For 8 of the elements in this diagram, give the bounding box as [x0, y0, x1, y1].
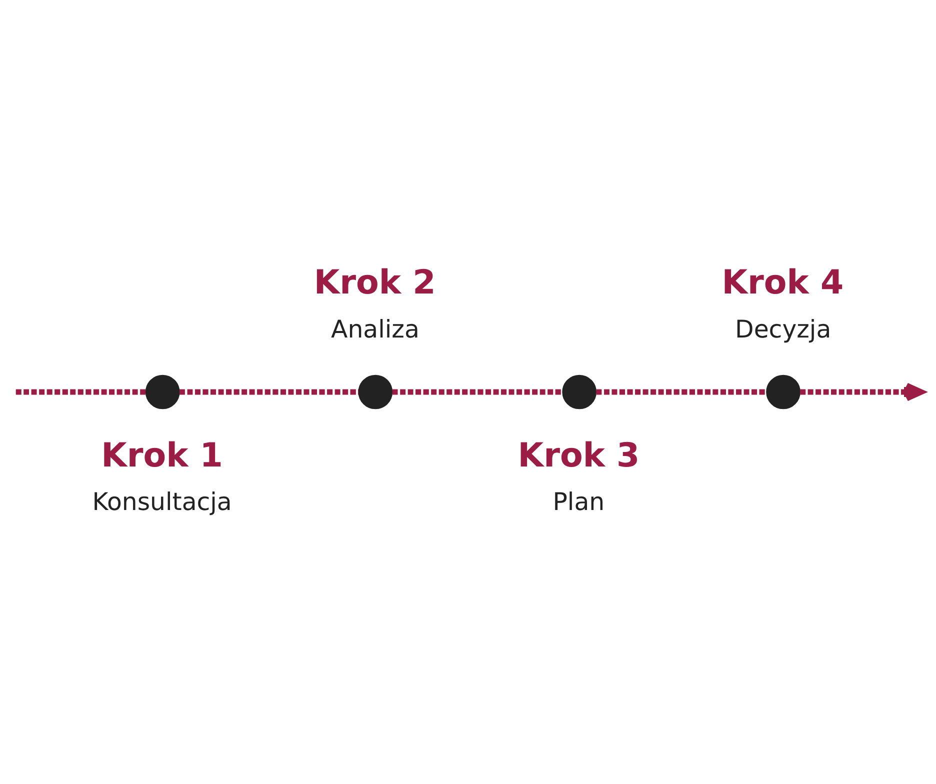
node-label: Krok 2 [313, 262, 436, 302]
node-label: Krok 4 [721, 262, 844, 302]
node-label: Plan [552, 487, 604, 516]
node-label: Decyzja [734, 314, 831, 344]
node-label: Krok 1 [100, 435, 222, 474]
node-label: Analiza [330, 314, 419, 344]
node-label: Krok 3 [517, 435, 640, 474]
node-label: Konsultacja [92, 487, 232, 516]
